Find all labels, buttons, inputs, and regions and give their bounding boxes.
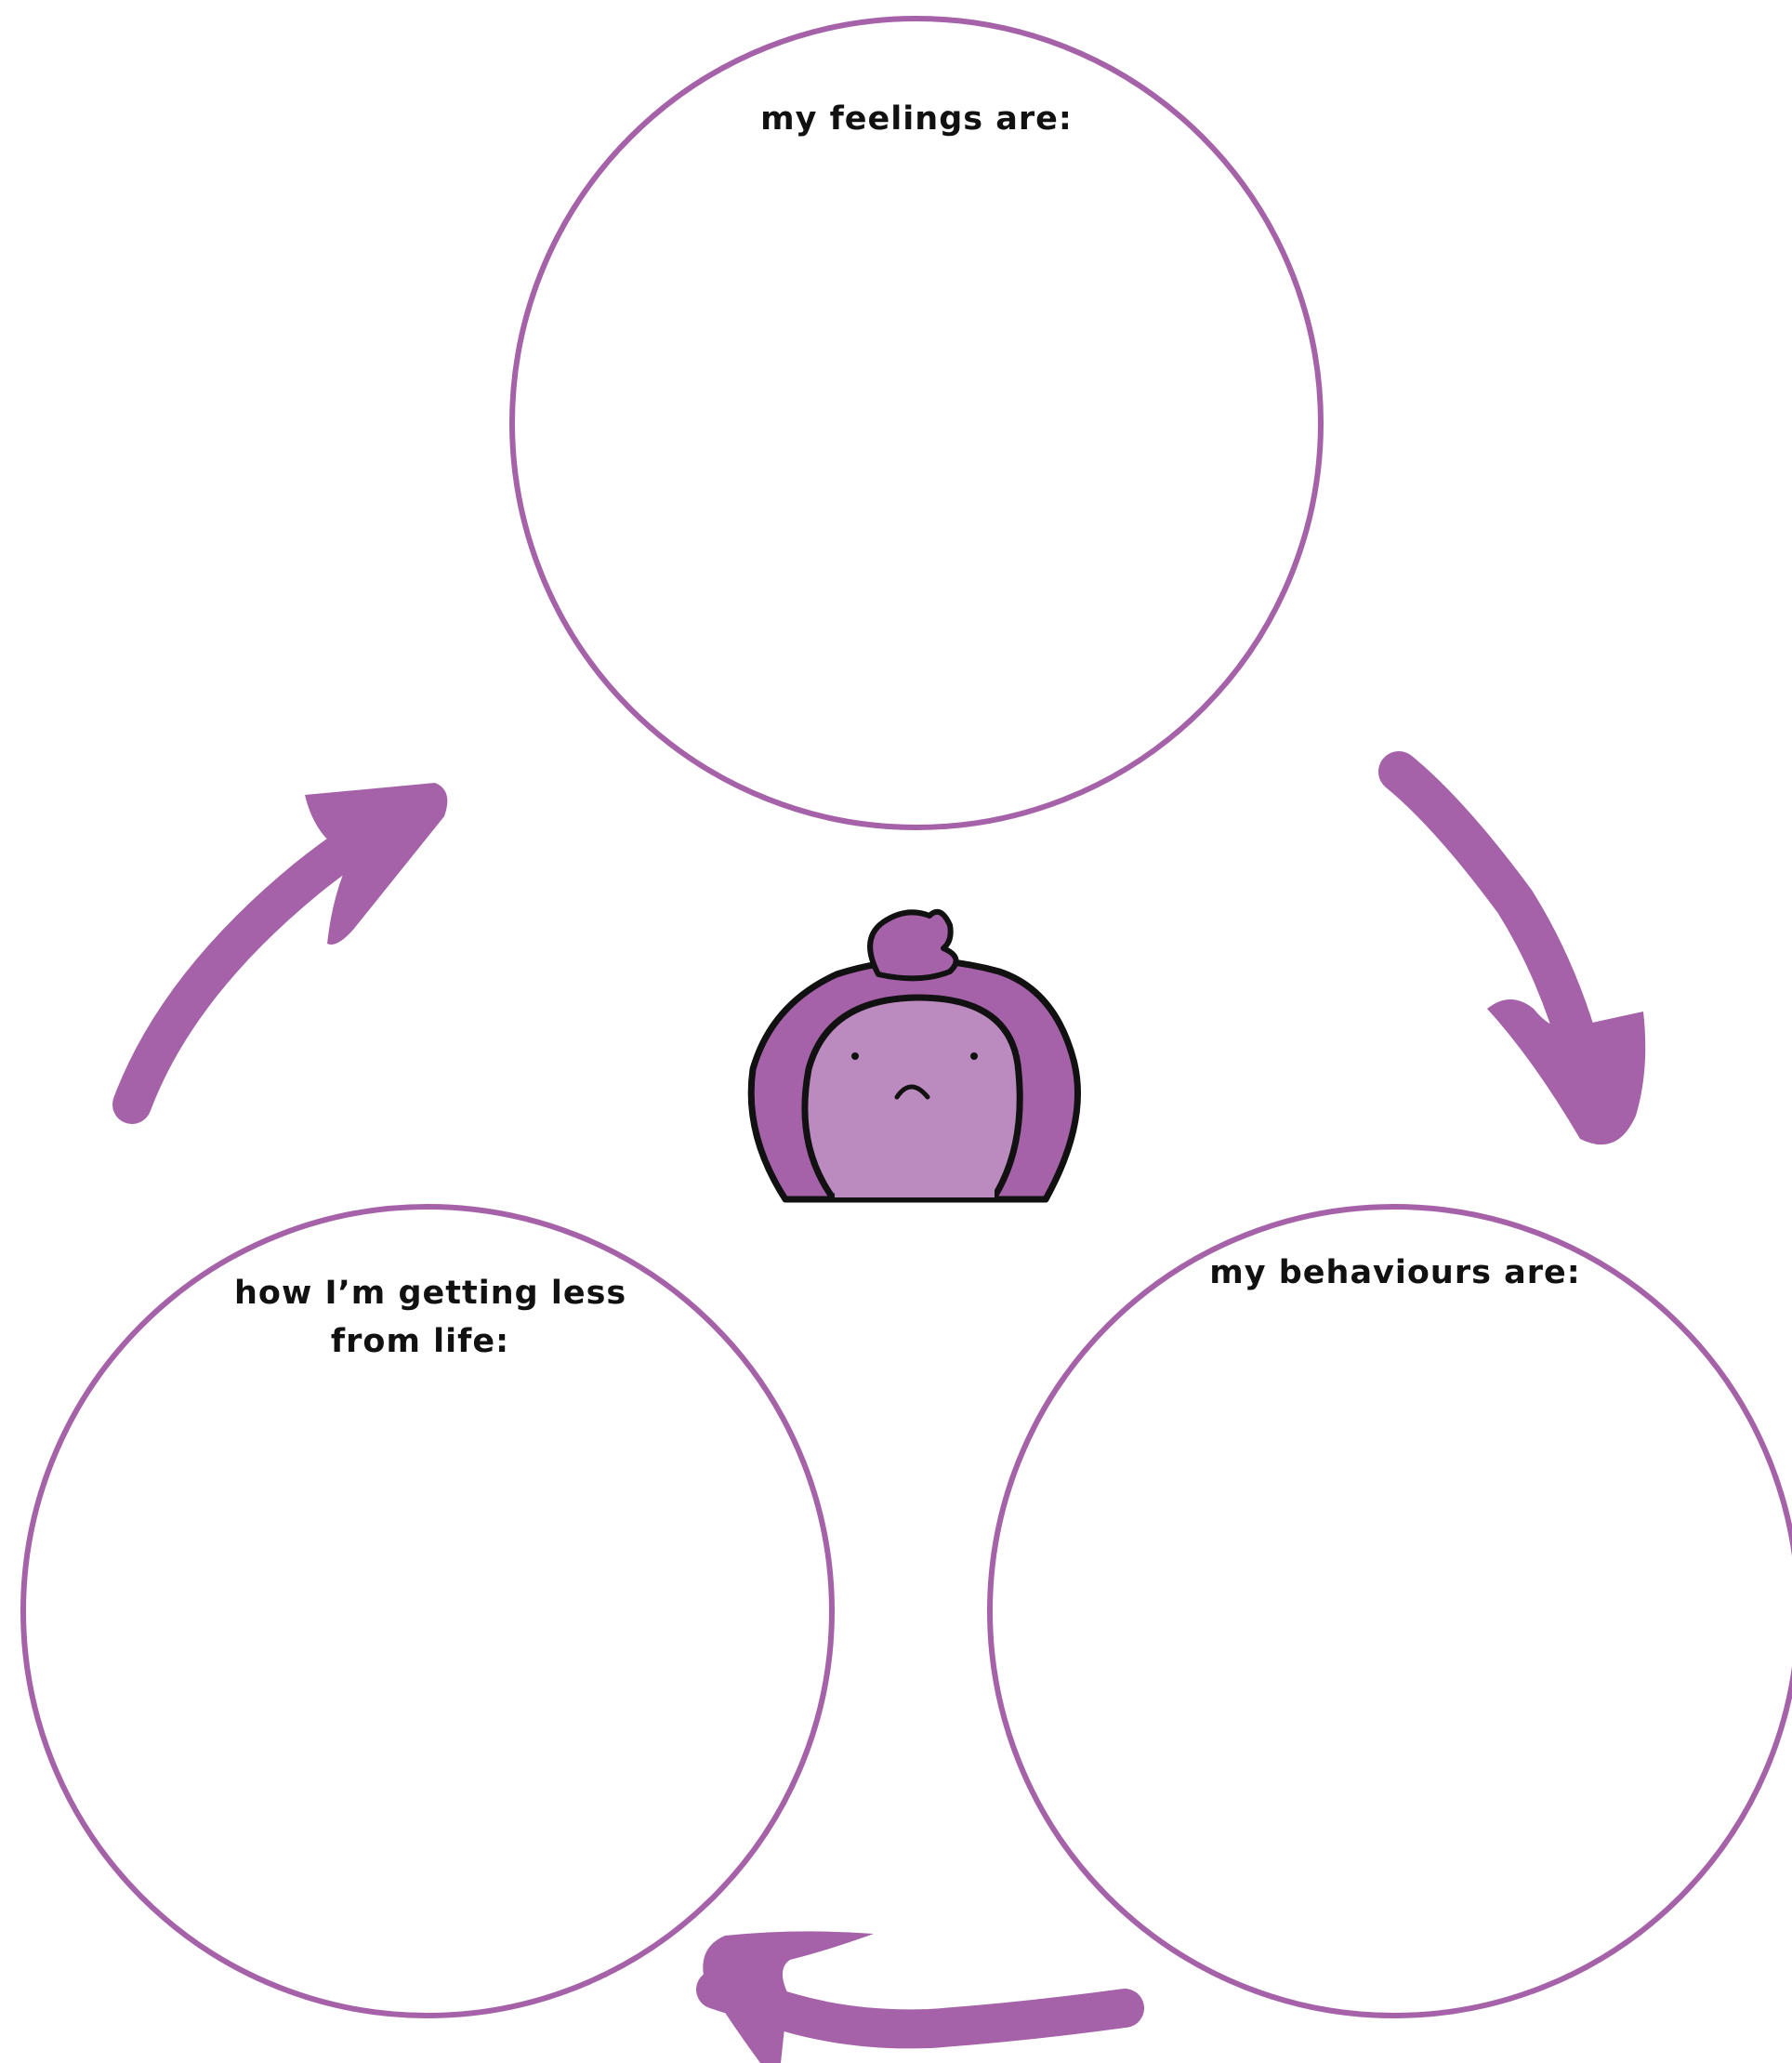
feelings-circle-label: my feelings are: xyxy=(731,95,1102,143)
left-eye xyxy=(851,1052,859,1060)
right-eye xyxy=(970,1052,978,1060)
life-circle-label-line2: from life: xyxy=(234,1317,606,1366)
life-circle-label-line1: how I’m getting less xyxy=(234,1269,606,1317)
arrow-behaviours-to-life-icon xyxy=(703,1931,1125,2063)
life-circle-label: how I’m getting less from life: xyxy=(234,1269,606,1366)
arrow-life-to-feelings-icon xyxy=(132,783,447,1104)
sad-face-character-icon xyxy=(751,912,1077,1199)
arrow-feelings-to-behaviours-icon xyxy=(1399,772,1645,1144)
behaviours-circle-label: my behaviours are: xyxy=(1209,1249,1581,1297)
behaviours-circle[interactable] xyxy=(990,1207,1792,2016)
